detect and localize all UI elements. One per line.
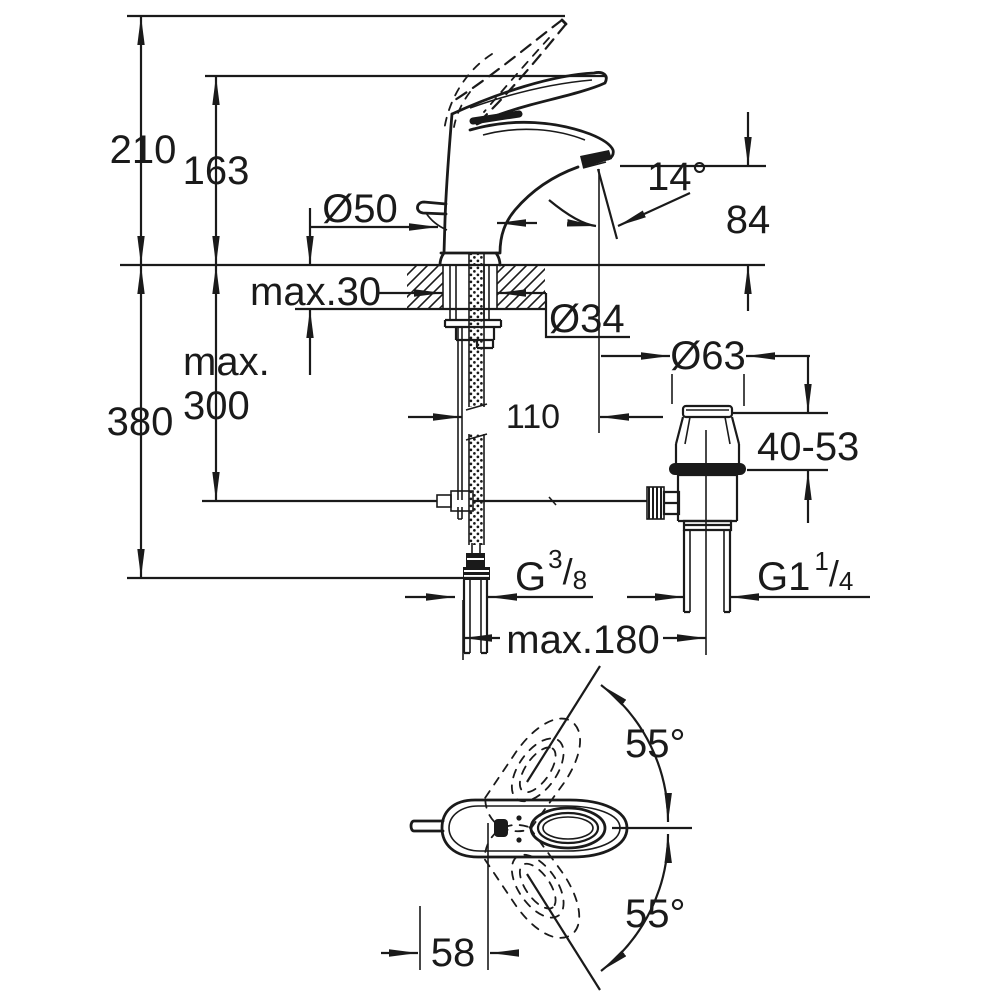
dim-g38-label: G3/8: [515, 544, 587, 599]
counter-hatch-right: [497, 266, 545, 308]
below-deck-assembly: [436, 252, 647, 655]
swivel-arc-lower: [600, 833, 672, 972]
lever-ring-inner: [542, 816, 594, 840]
dim-deck-thickness: max.30: [250, 208, 545, 375]
swivel-arc-upper: [600, 684, 672, 823]
countertop-section: [120, 263, 765, 308]
dim-hole-diameter: Ø34: [497, 289, 630, 341]
aerator: [580, 150, 612, 168]
supply-hose-braid-lower: [469, 434, 484, 545]
supply-hose-braid-upper: [469, 252, 484, 407]
waste-seal-ring: [669, 463, 746, 475]
dim-210-label: 210: [110, 128, 177, 172]
dim-max180-label: max.180: [506, 618, 659, 662]
mounting-washer: [443, 318, 503, 329]
spout-tab-plan: [409, 819, 445, 833]
dim-max30-label: max.30: [250, 270, 381, 314]
hose-break-marks: [465, 403, 488, 441]
dim-40-53-label: 40-53: [757, 425, 859, 469]
dim-spout-outlet-height: 84: [620, 112, 770, 311]
handle-slot: [469, 110, 523, 125]
mounting-nut: [454, 327, 496, 350]
dim-supply-thread: G3/8: [405, 544, 593, 601]
knob-neck: [662, 490, 681, 516]
dim-380-label: 380: [107, 400, 174, 444]
dim-o34-label: Ø34: [549, 297, 625, 341]
dim-58-label: 58: [431, 931, 476, 975]
dim-max300-label-line1: max.: [183, 340, 270, 384]
dim-rod-length: max. 300: [183, 265, 437, 503]
supply-pipe: [462, 580, 489, 655]
handle-plan-outline: [440, 798, 629, 859]
waste-tailpipe: [682, 530, 732, 614]
dim-max300-label-line2: 300: [183, 384, 250, 428]
body-and-spout: [416, 112, 615, 267]
dim-spout-reach: 110: [408, 398, 663, 436]
waste-coupling: [682, 519, 733, 532]
dim-14deg-label: 14°: [647, 155, 708, 199]
faucet-front-view: [416, 18, 615, 267]
dim-o63-label: Ø63: [670, 334, 746, 378]
swivel-boundary-upper: [526, 665, 601, 783]
dim-overall-height: 210: [110, 14, 565, 265]
dim-110-label: 110: [506, 398, 560, 436]
dim-84-label: 84: [726, 198, 771, 242]
swivel-boundary-lower: [526, 873, 601, 991]
dim-aerator-angle: 14°: [548, 155, 708, 433]
dim-below-deck-depth: 380: [107, 265, 490, 580]
waste-barrel: [674, 444, 741, 463]
lever-ring-mid: [536, 811, 600, 845]
dim-55-upper-label: 55°: [625, 722, 686, 766]
dim-waste-deck-range: 40-53: [733, 356, 859, 523]
counter-hatch-left: [407, 266, 443, 308]
dim-waste-flange-diameter: Ø63: [601, 334, 810, 406]
lever-ring-outer: [529, 806, 607, 850]
lever-handle: [450, 71, 608, 126]
dim-o50-label: Ø50: [322, 187, 398, 231]
faucet-plan-view: 55° 55° 58: [381, 665, 692, 991]
rod-end-fitting: [436, 494, 452, 508]
rod-knurled-knob: [646, 486, 665, 520]
cartridge-mark: [494, 819, 508, 837]
rod-break-mark: [548, 496, 557, 506]
waste-body: [676, 473, 739, 523]
handle-swivel-upper-dashed: [484, 717, 581, 833]
stream-angled-line: [596, 168, 619, 240]
mounting-shank: [449, 265, 490, 320]
dim-55-lower-label: 55°: [625, 892, 686, 936]
pop-up-waste: [646, 404, 746, 655]
waste-flare: [674, 416, 741, 445]
dim-base-diameter: Ø50: [310, 187, 537, 231]
dim-rod-reach: max.180: [462, 600, 706, 662]
pop-up-knob: [416, 200, 448, 216]
dim-spout-height: 163: [183, 74, 606, 265]
waste-plug-cap: [681, 404, 734, 419]
dim-163-label: 163: [183, 149, 250, 193]
